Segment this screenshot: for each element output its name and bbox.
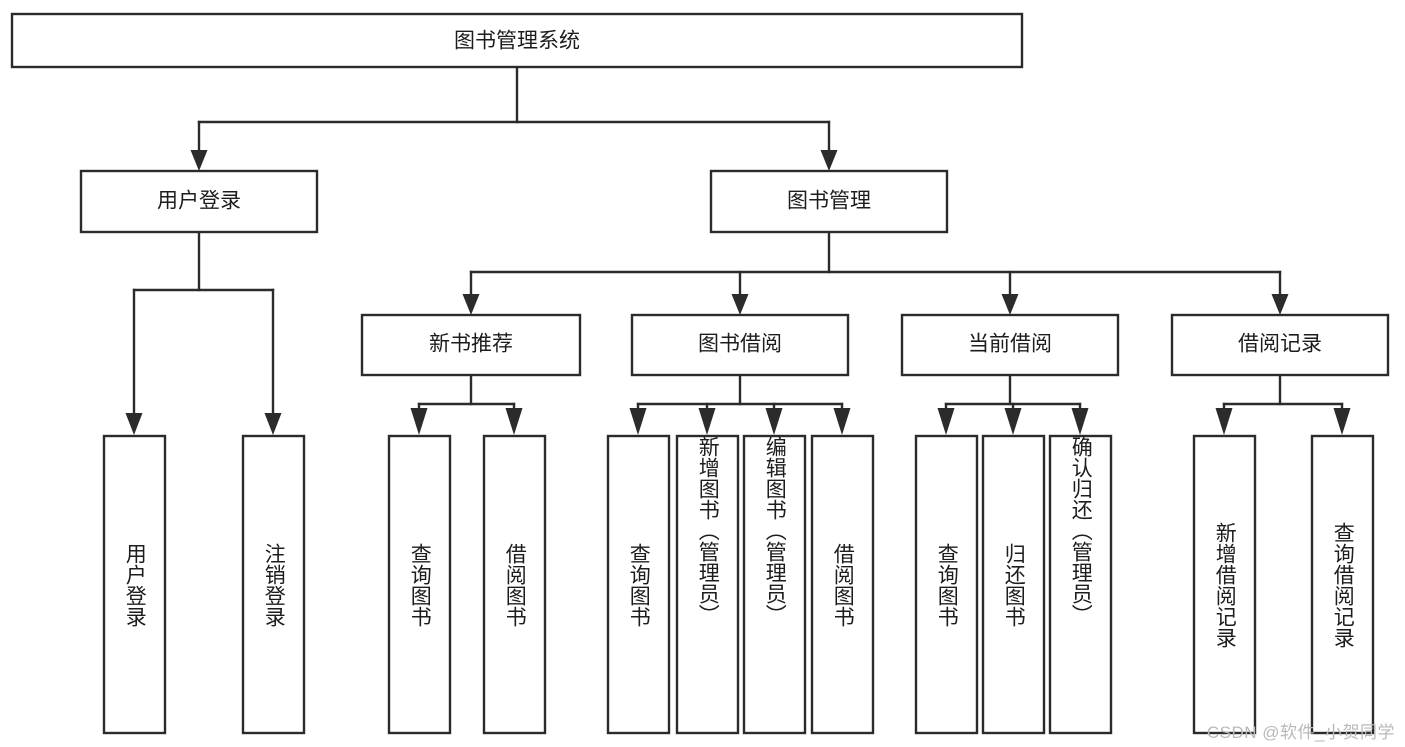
connector-group-user-login [125, 230, 282, 435]
arrowhead-leaf-query-book-2 [629, 408, 647, 435]
arrowhead-new-book-rec [462, 294, 480, 315]
node-root-label: 图书管理系统 [454, 30, 580, 53]
connector-group-book-manage [462, 230, 1289, 315]
arrowhead-borrow-record [1271, 294, 1289, 315]
arrowhead-leaf-borrow-book-2 [833, 408, 851, 435]
connector-group-book-borrow [629, 373, 851, 435]
connector-group-borrow-record [1215, 373, 1351, 435]
leaf-box-query-record[interactable] [1310, 434, 1375, 735]
arrowhead-leaf-query-book-1 [410, 408, 428, 435]
node-book-manage-label: 图书管理 [787, 190, 871, 213]
arrowhead-leaf-logout [264, 413, 282, 435]
node-root[interactable]: 图书管理系统 [10, 12, 1024, 69]
leaf-box-query-book-3[interactable] [914, 434, 979, 735]
node-book-manage[interactable]: 图书管理 [709, 169, 949, 234]
connector-group-new-book-rec [410, 373, 523, 435]
node-user-login-label: 用户登录 [157, 190, 241, 213]
arrowhead-leaf-borrow-book-1 [505, 408, 523, 435]
leaf-box-confirm-return[interactable] [1048, 434, 1113, 735]
node-borrow-record[interactable]: 借阅记录 [1170, 313, 1390, 377]
leaf-box-edit-book[interactable] [742, 434, 807, 735]
leaf-box-query-book-2[interactable] [606, 434, 671, 735]
arrowhead-current-borrow [1001, 294, 1019, 315]
arrowhead-leaf-add-book [698, 408, 716, 435]
connector-group-current-borrow [937, 373, 1089, 435]
node-book-borrow[interactable]: 图书借阅 [630, 313, 850, 377]
arrowhead-leaf-confirm-return [1071, 408, 1089, 435]
node-book-borrow-label: 图书借阅 [698, 333, 782, 356]
leaf-box-add-book[interactable] [675, 434, 740, 735]
arrowhead-leaf-add-record [1215, 408, 1233, 435]
leaf-box-borrow-book-1[interactable] [482, 434, 547, 735]
node-borrow-record-label: 借阅记录 [1238, 333, 1322, 356]
arrowhead-leaf-return-book [1004, 408, 1022, 435]
leaf-box-logout[interactable] [241, 434, 306, 735]
leaf-box-add-record[interactable] [1192, 434, 1257, 735]
leaf-box-return-book[interactable] [981, 434, 1046, 735]
leaf-box-user-login[interactable] [102, 434, 167, 735]
node-current-borrow-label: 当前借阅 [968, 333, 1052, 356]
node-current-borrow[interactable]: 当前借阅 [900, 313, 1120, 377]
leaf-boxes-group [102, 434, 1375, 735]
arrowhead-leaf-query-record [1333, 408, 1351, 435]
arrowhead-user-login [190, 150, 208, 171]
leaf-box-borrow-book-2[interactable] [810, 434, 875, 735]
arrowhead-leaf-edit-book [765, 408, 783, 435]
node-new-book-rec[interactable]: 新书推荐 [360, 313, 582, 377]
arrowhead-book-manage [820, 150, 838, 171]
node-new-book-rec-label: 新书推荐 [429, 333, 513, 356]
leaf-box-query-book-1[interactable] [387, 434, 452, 735]
node-user-login[interactable]: 用户登录 [79, 169, 319, 234]
arrowhead-leaf-query-book-3 [937, 408, 955, 435]
arrowhead-book-borrow [731, 294, 749, 315]
watermark-text: CSDN @软件_小贺同学 [1206, 723, 1395, 742]
arrowhead-leaf-user-login [125, 413, 143, 435]
connector-group-root [190, 65, 838, 171]
